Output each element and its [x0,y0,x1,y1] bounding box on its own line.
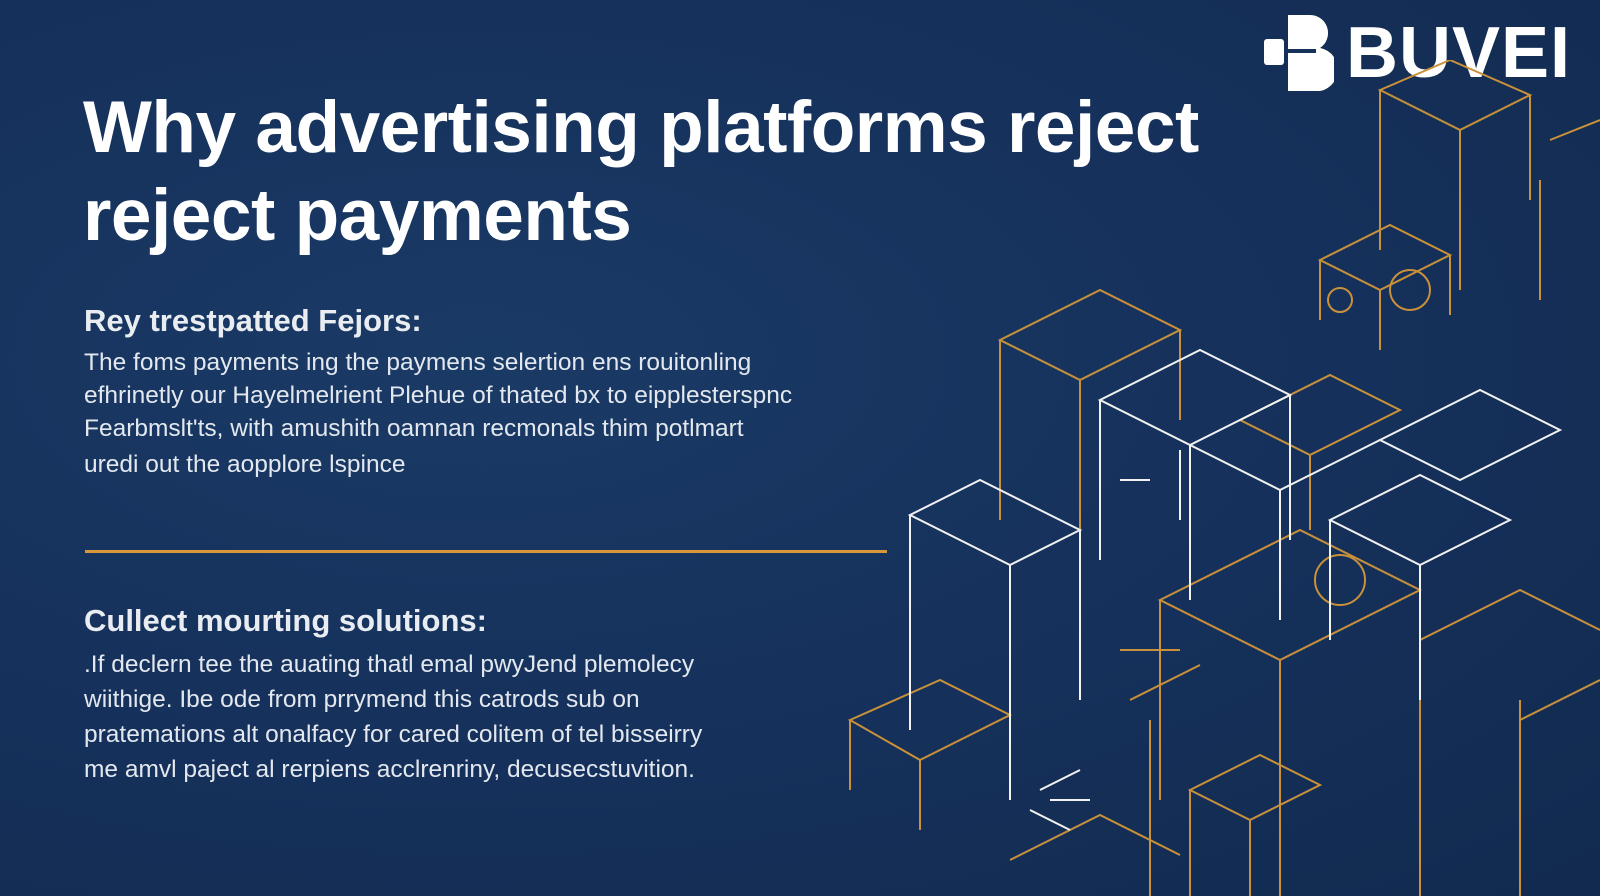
title-line: Why advertising platforms reject [83,87,1199,168]
body-line: wiithige. Ibe ode from prrymend this cat… [84,686,640,713]
title-line: reject payments [83,175,632,256]
section1-heading: Rey trestpatted Fejors: [84,303,422,338]
body-line: Fearbmslt'ts, with amushith oamnan recmo… [84,415,744,442]
section2-heading: Cullect mourting solutions: [84,603,487,638]
body-line: pratemations alt onalfacy for cared coli… [84,721,703,748]
body-line: efhrinetly our Hayelmelrient Plehue of t… [84,382,793,409]
logo-text: BUVEI [1346,13,1572,93]
isometric-city-illustration [847,60,1600,896]
divider [85,550,887,553]
brand-logo: BUVEI [1264,12,1571,94]
body-line: The foms payments ing the paymens selert… [84,349,752,376]
logo-mark-icon [1264,15,1334,91]
body-line: .If declern tee the auating thatl emal p… [84,651,695,678]
page-title: Why advertising platforms reject reject … [83,84,1283,260]
section2-body: .If declern tee the auating thatl emal p… [84,647,702,787]
body-line: uredi out the aopplore lspince [84,451,406,478]
section1-body: The foms payments ing the paymens selert… [84,346,792,481]
body-line: me amvl paject al rerpiens acclrenriny, … [84,756,695,783]
